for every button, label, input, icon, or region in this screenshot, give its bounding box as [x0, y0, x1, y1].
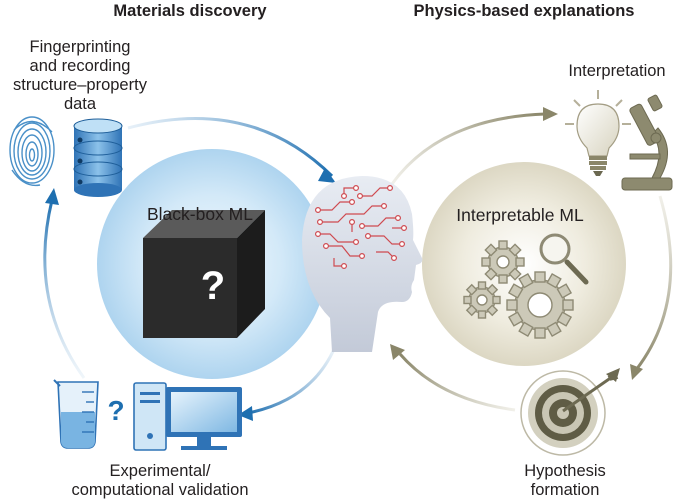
black-box-ml-label: Black-box ML	[146, 204, 253, 224]
blue-arrow-bottom	[238, 346, 337, 421]
light-bulb-icon	[565, 90, 631, 176]
validation-line-2: computational validation	[71, 481, 249, 499]
hypothesis-line-2: formation	[530, 481, 600, 499]
beaker-icon	[53, 379, 99, 449]
magnifier-icon	[539, 233, 589, 285]
interpretable-ml-label: Interpretable ML	[456, 205, 584, 225]
materials-discovery-heading: Materials discovery	[113, 2, 267, 20]
validation-line-1: Experimental/	[109, 462, 211, 480]
gear-icon	[463, 240, 574, 339]
fingerprint-icon	[9, 116, 55, 187]
validation-label: Experimental/ computational validation	[40, 462, 280, 500]
beaker-question-mark: ?	[107, 395, 125, 426]
olive-arrow-right	[630, 195, 673, 380]
target-icon	[520, 370, 606, 456]
fingerprinting-line-2: and recording	[29, 57, 131, 75]
microscope-icon	[621, 94, 673, 191]
brain-circuit-icon	[315, 185, 408, 270]
black-box-cube	[143, 210, 265, 338]
cube-question-mark: ?	[200, 264, 226, 308]
fingerprinting-line-4: data	[63, 95, 97, 113]
arrow-icon	[562, 368, 620, 413]
computer-icon	[133, 382, 242, 451]
hypothesis-label: Hypothesis formation	[500, 462, 630, 500]
fingerprinting-label: Fingerprinting and recording structure–p…	[0, 38, 160, 114]
olive-arrow-top	[390, 107, 558, 185]
blue-arrow-top	[127, 117, 336, 183]
blue-arrow-left	[43, 188, 86, 379]
olive-arrow-bottom	[390, 344, 516, 412]
physics-explanations-heading: Physics-based explanations	[413, 2, 635, 20]
interpretation-label: Interpretation	[568, 62, 666, 80]
database-icon	[73, 118, 123, 197]
fingerprinting-line-3: structure–property	[13, 76, 147, 94]
hypothesis-line-1: Hypothesis	[524, 462, 606, 480]
human-head-icon	[302, 176, 423, 352]
fingerprinting-line-1: Fingerprinting	[29, 38, 131, 56]
